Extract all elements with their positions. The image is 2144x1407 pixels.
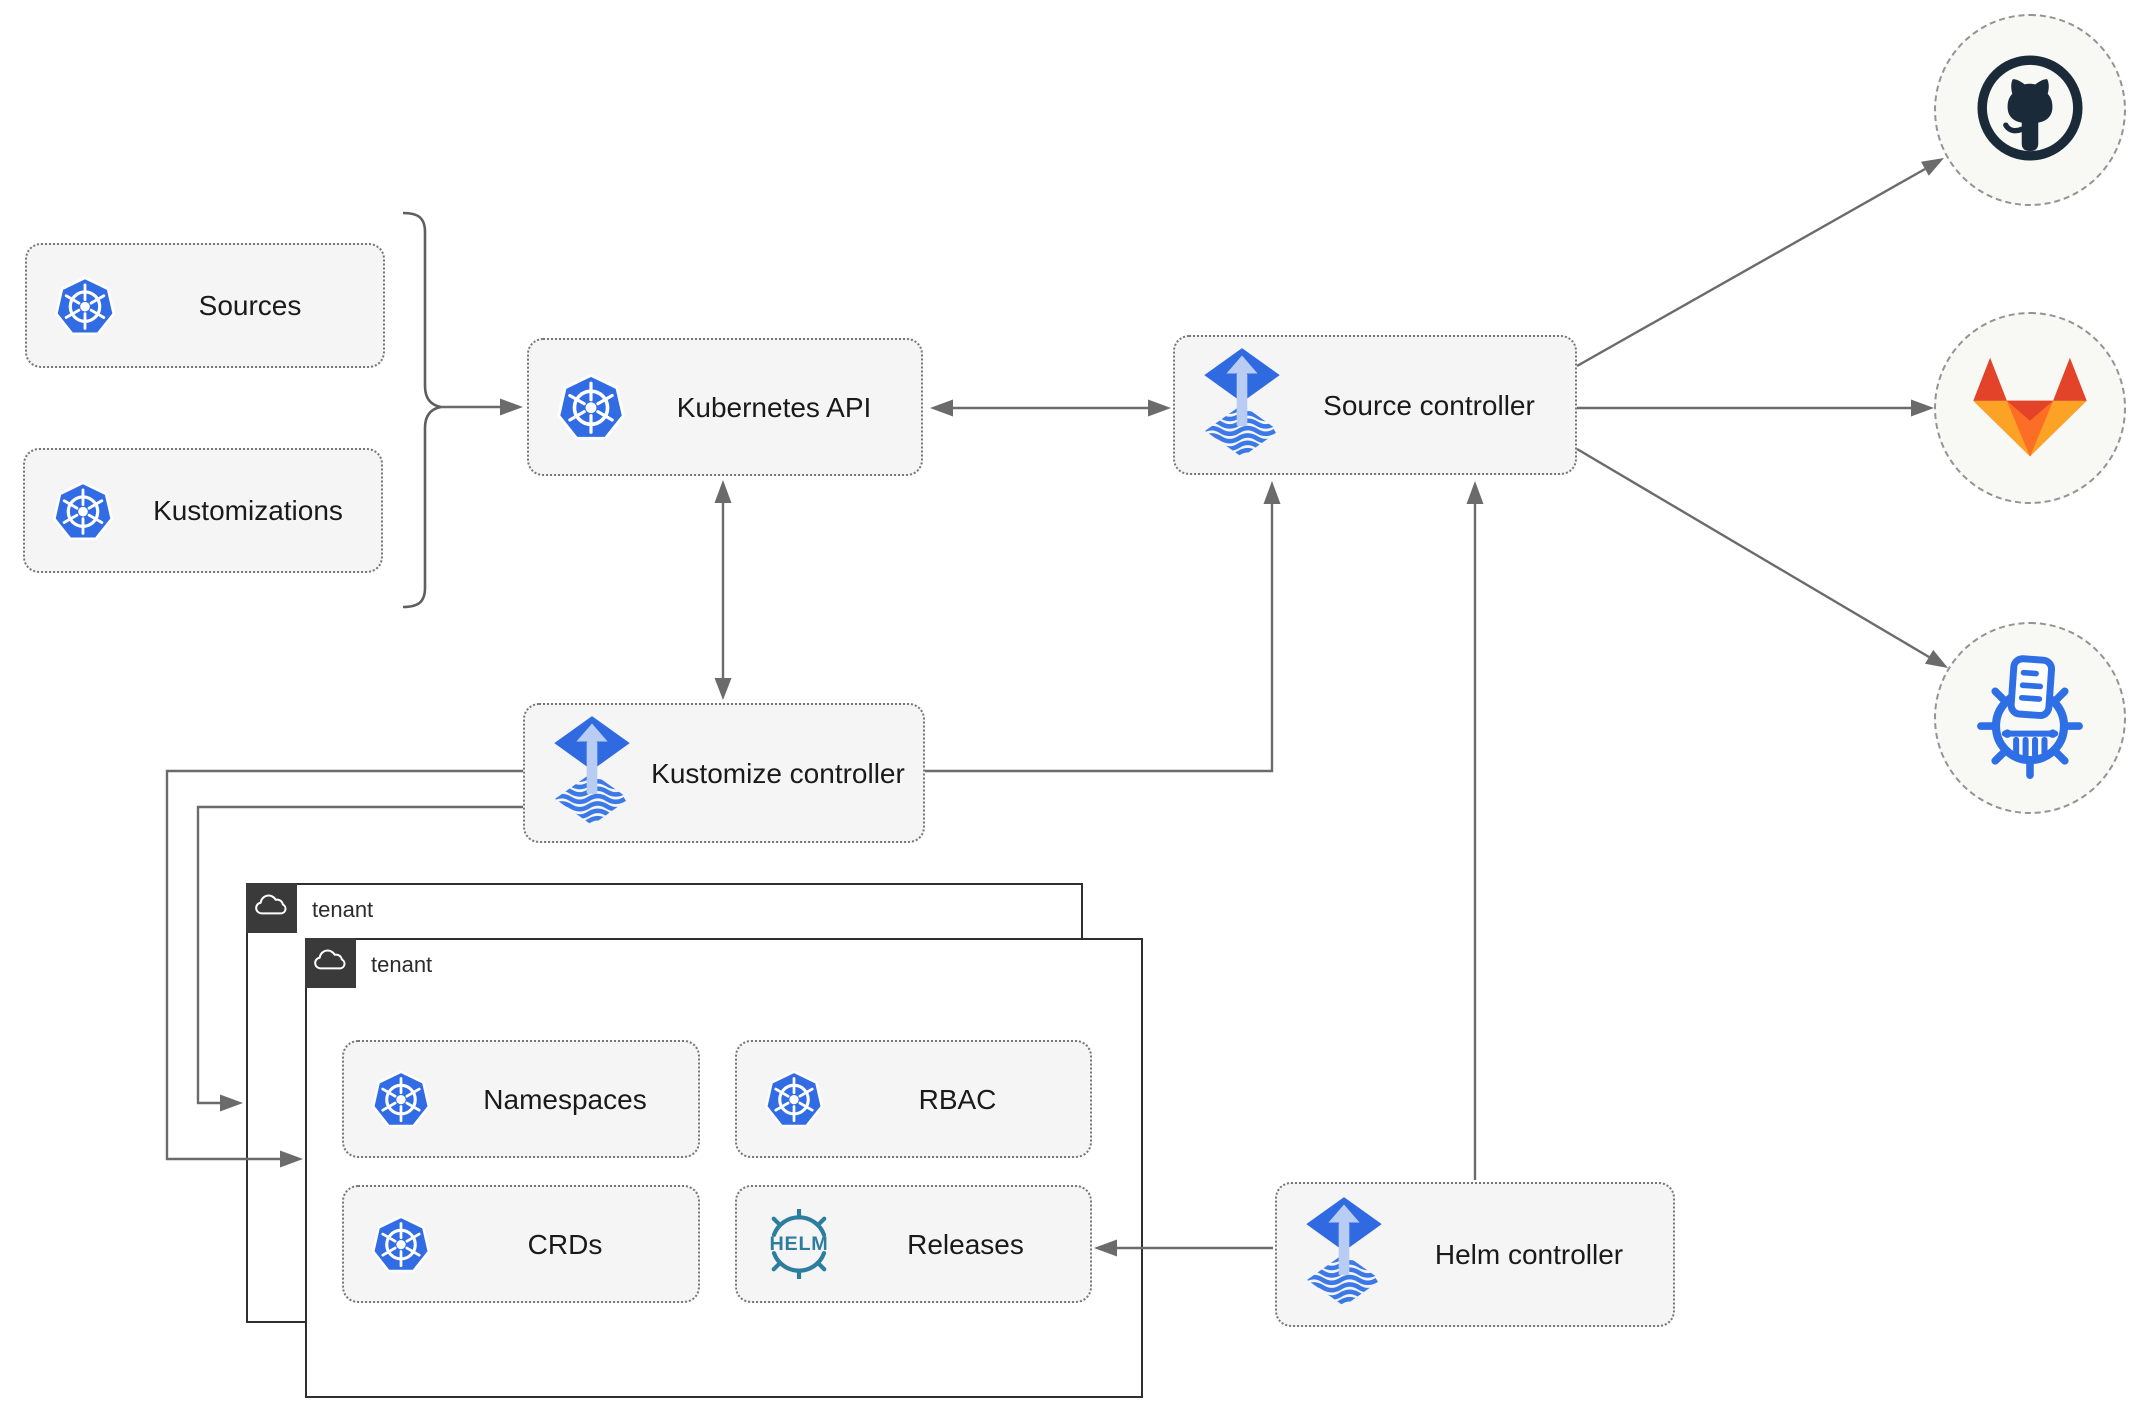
tenant-outer-label: tenant: [312, 897, 374, 922]
gitlab-tanuki-icon: [1967, 353, 2093, 464]
edge-kustomize-controller-to-source-controller: [925, 481, 1281, 773]
node-kubernetes-api: Kubernetes API: [527, 338, 923, 476]
helm-wheel-icon: HELM: [757, 1209, 841, 1279]
node-sources: Sources: [25, 243, 385, 368]
tenant-inner-label: tenant: [371, 952, 433, 977]
cloud-icon: [311, 947, 351, 980]
node-helm-controller-label: Helm controller: [1434, 1239, 1624, 1270]
kubernetes-icon: [370, 1068, 432, 1130]
brace-sources-kustomizations: [402, 211, 442, 609]
endpoint-github: [1934, 14, 2126, 206]
storage-registry-icon: [1967, 653, 2093, 784]
node-kustomizations-label: Kustomizations: [153, 495, 343, 526]
edge-kubernetes-api-source-controller: [930, 399, 1171, 417]
node-kustomizations: Kustomizations: [23, 448, 383, 573]
tenant-outer-badge: [246, 883, 297, 933]
github-octocat-icon: [1971, 49, 2089, 172]
node-kustomize-controller: Kustomize controller: [523, 703, 925, 843]
kubernetes-icon: [370, 1213, 432, 1275]
node-rbac-label: RBAC: [918, 1083, 997, 1115]
node-rbac: RBAC: [735, 1040, 1092, 1158]
node-namespaces: Namespaces: [342, 1040, 700, 1158]
flux-controller-icon: [1201, 348, 1283, 463]
node-crds-label: CRDs: [527, 1228, 603, 1260]
node-crds: CRDs: [342, 1185, 700, 1303]
helm-logo-text: HELM: [769, 1233, 828, 1255]
edge-kubernetes-api-kustomize-controller: [714, 480, 732, 700]
edge-source-controller-to-gitlab: [1577, 399, 1934, 417]
node-source-controller: Source controller: [1173, 335, 1577, 475]
kubernetes-icon: [555, 371, 627, 443]
node-releases-label: Releases: [907, 1228, 1024, 1260]
endpoint-storage-registry: [1934, 622, 2126, 814]
node-helm-controller: Helm controller: [1275, 1182, 1675, 1327]
kubernetes-icon: [51, 479, 115, 543]
flux-controller-icon: [551, 716, 633, 831]
tenant-inner-badge: [305, 938, 356, 988]
edge-brace-to-kubernetes-api: [441, 398, 523, 416]
node-sources-label: Sources: [198, 290, 302, 321]
endpoint-gitlab: [1934, 312, 2126, 504]
node-releases: HELM Releases: [735, 1185, 1092, 1303]
node-kubernetes-api-label: Kubernetes API: [676, 391, 872, 423]
edge-source-controller-to-storage-registry: [1576, 447, 1948, 668]
node-source-controller-label: Source controller: [1323, 389, 1535, 421]
node-kustomize-controller-label: Kustomize controller: [651, 757, 905, 789]
edge-helm-controller-to-source-controller: [1466, 481, 1484, 1180]
node-namespaces-label: Namespaces: [483, 1083, 647, 1115]
kubernetes-icon: [53, 274, 117, 338]
cloud-icon: [252, 892, 292, 925]
flux-controller-icon: [1303, 1197, 1385, 1312]
edge-source-controller-to-github: [1576, 158, 1944, 368]
kubernetes-icon: [763, 1068, 825, 1130]
tenant-inner-box: tenant: [305, 938, 1143, 1398]
